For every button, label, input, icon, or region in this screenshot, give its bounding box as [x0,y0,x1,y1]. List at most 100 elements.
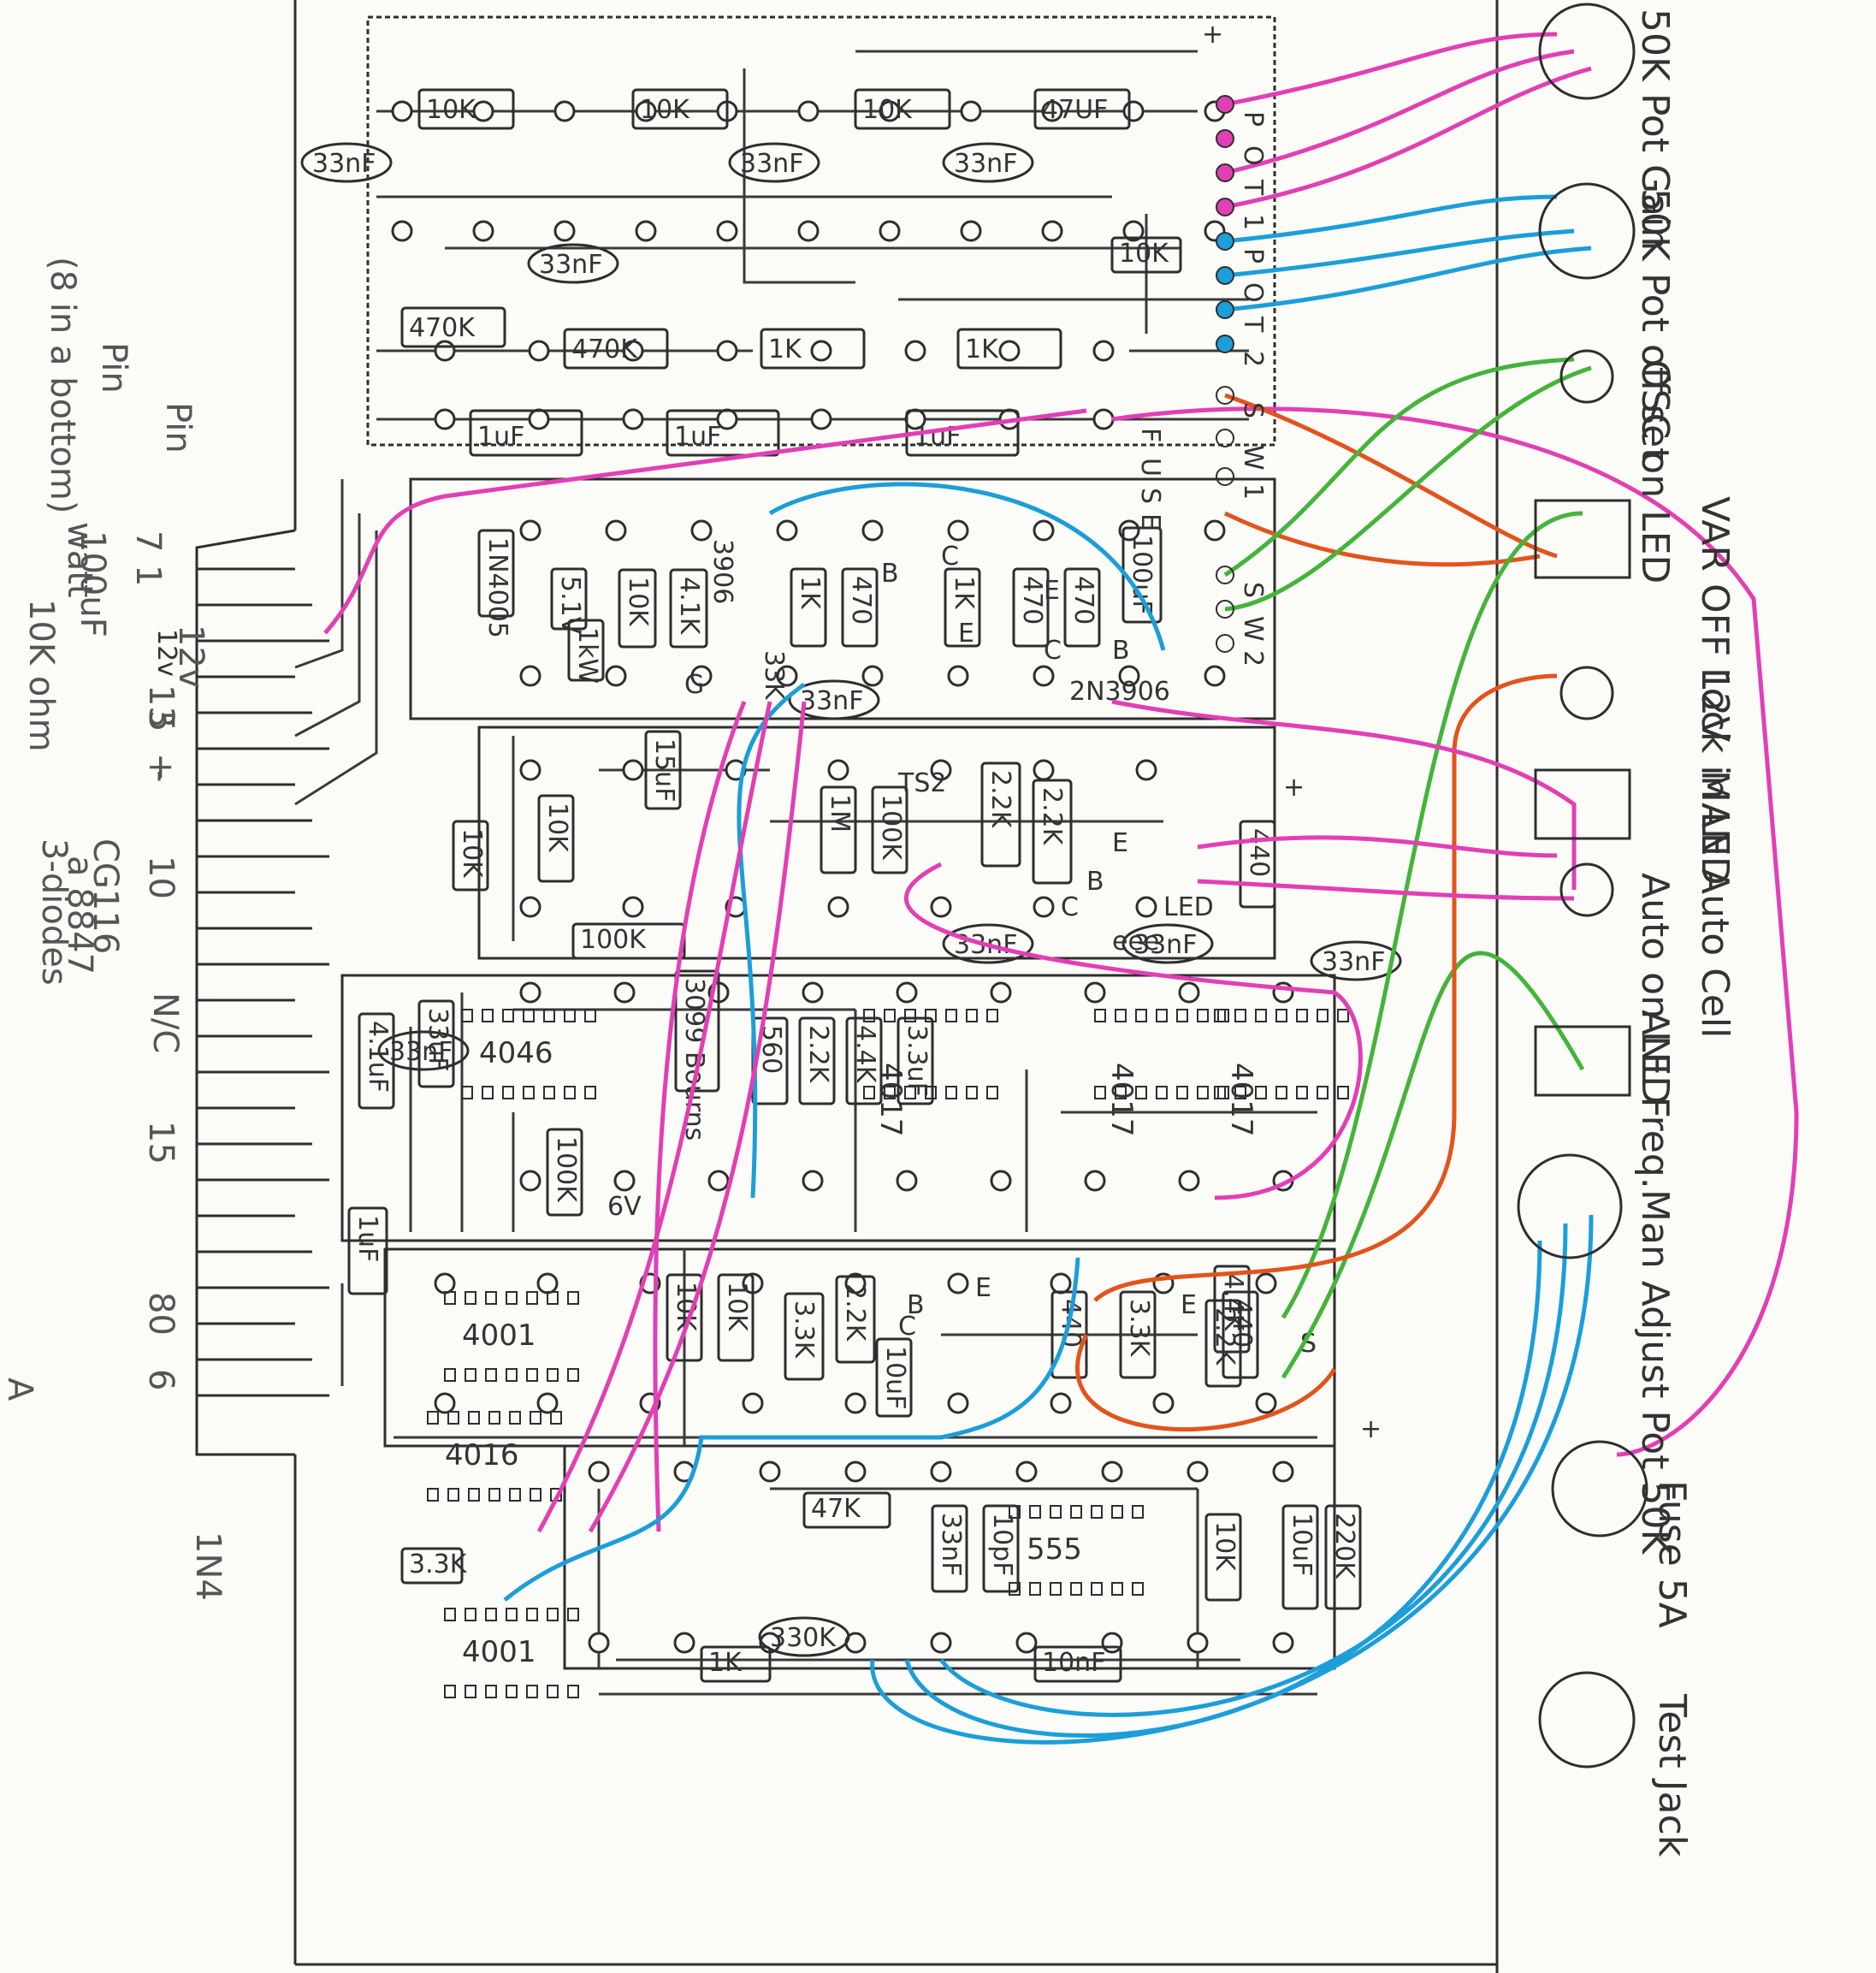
ic-pin [461,1009,473,1022]
ic-pin [1091,1582,1103,1596]
solder-pad [1092,408,1115,430]
solder-pad [553,100,576,122]
solder-pad [528,340,550,362]
stage1-component: 10K [618,568,657,649]
switch-pin-pad [1216,386,1234,405]
switch-pin-label: W [1238,616,1268,642]
solder-pad [810,408,832,430]
solder-pad [861,665,884,687]
edge-label: - [141,770,180,782]
switch-pin-pad [1216,467,1234,486]
ic-pin [1296,1009,1308,1022]
component-value: 470 [1068,576,1098,625]
component-body [1324,1504,1362,1610]
solder-pad [1050,1272,1072,1295]
capacitor-body [1310,940,1402,981]
ic-pin [427,1411,439,1425]
component-body [400,1547,464,1585]
solder-pad [1101,1460,1123,1483]
stage3-component: 3099 Bourns [674,969,720,1141]
ic-pin [465,1291,476,1305]
ic-pin [925,1086,937,1099]
ic-pin [488,1488,500,1502]
ic-chip: 4001 [444,1291,579,1382]
wire [1281,511,1583,1319]
ic-pin [547,1685,559,1698]
capacitor-value: 330K [770,1623,837,1653]
ic-pin [482,1009,494,1022]
solder-pad [1033,759,1055,781]
resistor: 10K [417,88,515,130]
ic-pin [1275,1086,1287,1099]
ic-pin [523,1086,535,1099]
component-body [1033,1645,1122,1683]
stage2-label: TS2 [897,768,946,798]
solder-pad [827,896,849,918]
solder-pad [690,665,713,687]
ic-pin [485,1685,497,1698]
transistor-pin-label: E [1044,576,1060,606]
capacitor: 33nF [1310,940,1402,981]
external-label: Auto on LED [1633,873,1677,1105]
solder-pad [1118,665,1140,687]
component-body [1063,567,1101,648]
stage4-label: E [1181,1290,1197,1320]
component-body [400,306,506,348]
ic-chip: 4001 [444,1608,579,1698]
component-value: 1K [768,335,802,364]
switch-pin-label: W [1238,445,1268,471]
solder-pad [844,1272,867,1295]
external-jack [1559,349,1614,404]
side-note: 3-diodes [34,838,74,986]
ic-pin [427,1488,439,1502]
stage3-component: 4.4K [845,1016,883,1105]
stage2-component: 10K [452,820,489,892]
component-body [1281,1504,1319,1610]
component-body [982,1504,1020,1593]
capacitor-value: 33nF [539,250,602,280]
capacitor-value: 33nF [954,149,1017,179]
stage4-component: 4.4K [1213,1265,1251,1354]
component-body [875,1337,913,1418]
ic-pin [584,1009,596,1022]
stage4-label: B [907,1290,925,1320]
wire [1197,879,1575,901]
trace [294,513,361,738]
solder-pad [1084,981,1106,1004]
solder-pad [990,981,1012,1004]
resistor: 47UF [1033,88,1131,130]
transistor-pin-label: C [1044,636,1062,666]
pot-pin-pad [1216,232,1234,251]
component-value: 1kW [572,627,602,684]
solder-pad [536,1392,559,1414]
component-value: 3.3uF [902,1025,932,1097]
capacitor-value: 33nF [1322,947,1385,977]
trace [294,530,378,806]
solder-pad [896,1170,918,1192]
component-body [802,1491,891,1529]
stage4-component: 3.3K [1119,1290,1157,1379]
pot-pin-label: 1 [1238,214,1268,230]
wire [1197,835,1558,858]
component-body [417,999,455,1088]
stage4-component: 440 [1050,1290,1088,1379]
solder-pad [622,408,644,430]
ic-chip: 4017 [1214,1009,1349,1137]
fuse-pin-label: U [1135,458,1165,477]
solder-pad [1187,1460,1209,1483]
ic-pin [526,1291,538,1305]
component-body [477,529,515,618]
ic-pin [1094,1009,1106,1022]
component-value: 100K [551,1136,581,1203]
stage1-component: 1K [944,567,981,648]
component-body [760,328,866,370]
component-value: 15uF [649,738,679,802]
ic-pin [506,1685,518,1698]
component-body [537,794,575,883]
component-value: 10K [542,803,572,853]
ic-pin [502,1086,514,1099]
side-note: Pin [94,342,133,394]
stage3-component: 2.2K [798,1016,836,1105]
edge-label: 12v [171,625,210,689]
